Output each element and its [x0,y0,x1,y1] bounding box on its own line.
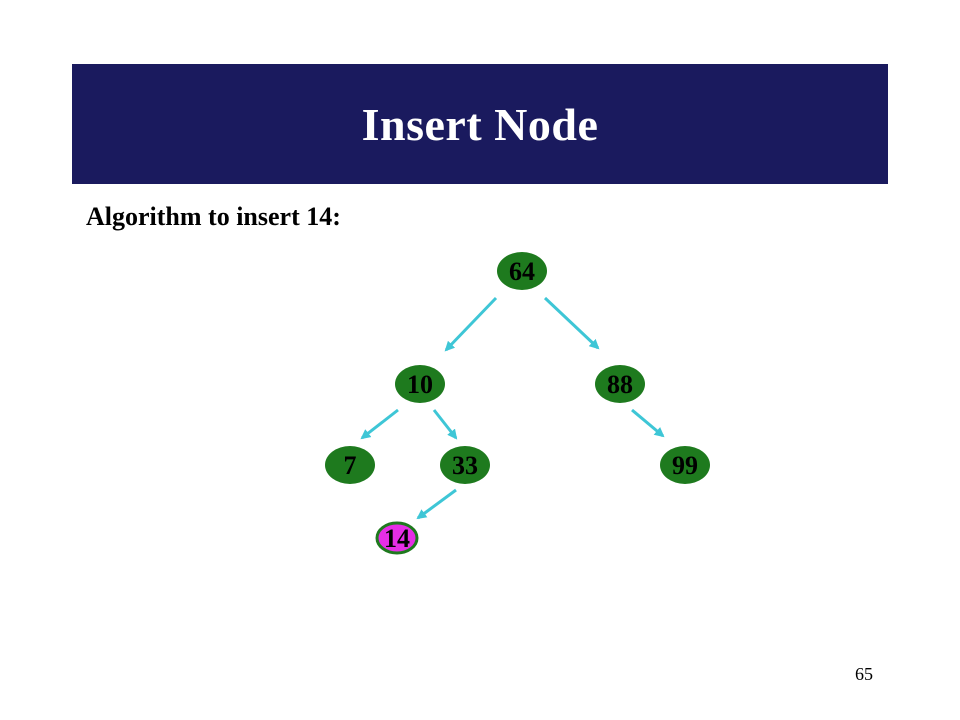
node-label: 64 [509,257,535,286]
edge-64-to-10 [444,296,498,352]
title-bar: Insert Node [72,64,888,184]
node-ellipse [375,521,419,555]
tree-node-88: 88 [595,365,645,403]
tree-node-14: 14 [375,521,419,555]
tree-node-64: 64 [497,252,547,290]
node-ellipse [595,365,645,403]
slide-title: Insert Node [361,98,599,150]
node-label: 7 [344,451,357,480]
node-label: 33 [452,451,478,480]
tree-nodes: 64 10 88 7 33 99 14 [325,252,710,555]
edge-10-to-33 [432,409,458,440]
node-ellipse [660,446,710,484]
node-ellipse [440,446,490,484]
tree-node-99: 99 [660,446,710,484]
edge-88-to-99 [631,408,665,438]
slide-subtitle: Algorithm to insert 14: [86,202,341,231]
node-label: 14 [384,524,410,553]
edge-33-to-14 [416,488,457,520]
tree-node-33: 33 [440,446,490,484]
page-number: 65 [855,664,873,684]
node-label: 88 [607,370,633,399]
tree-node-7: 7 [325,446,375,484]
edge-64-to-88 [543,296,600,350]
edge-10-to-7 [360,408,399,440]
node-ellipse [325,446,375,484]
node-ellipse [395,365,445,403]
tree-node-10: 10 [395,365,445,403]
node-label: 99 [672,451,698,480]
node-ellipse [497,252,547,290]
tree-edges [360,296,665,520]
node-label: 10 [407,370,433,399]
